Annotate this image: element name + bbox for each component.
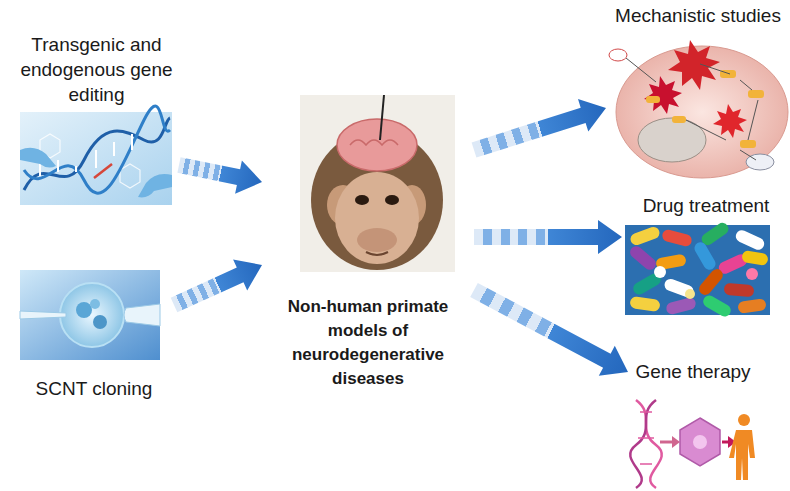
gene-therapy-image-part <box>738 414 750 426</box>
drug-pills-image-part <box>697 267 725 298</box>
monkey-image-part <box>335 172 419 264</box>
gene-therapy-image-part <box>638 412 654 464</box>
block-arrow <box>474 220 622 254</box>
node-label: Gene therapy <box>628 360 758 384</box>
node-label: Non-human primate models of neurodegener… <box>274 295 462 391</box>
scnt-cloning-image-part <box>20 311 66 319</box>
mechanism-pathway-image-part <box>672 116 686 123</box>
block-arrow <box>171 260 262 313</box>
scnt-cloning-image <box>20 270 160 360</box>
drug-pills-image-part <box>661 228 693 247</box>
mechanism-pathway-image-part <box>668 40 720 90</box>
drug-pills-image-part <box>737 298 766 314</box>
drug-pills-image-part <box>663 277 695 299</box>
scnt-cloning-image-part <box>76 302 92 318</box>
drug-pills-image-part <box>724 283 755 298</box>
application-box: Gene therapy <box>628 358 758 490</box>
dna-editing-image-part <box>138 174 172 197</box>
monkey-image-part <box>366 252 388 255</box>
dna-editing-image-part <box>94 164 112 178</box>
drug-pills-image-part <box>629 296 660 312</box>
mechanism-pathway-image-part <box>644 76 682 114</box>
dna-editing-image-part <box>20 112 172 205</box>
drug-pills-image-part <box>734 228 766 252</box>
monkey-image-part <box>350 140 398 145</box>
mechanism-pathway-image-part <box>748 90 764 98</box>
dna-editing-image-part <box>20 148 56 168</box>
drug-pills-image-part <box>741 250 769 266</box>
monkey-image-part <box>355 195 369 205</box>
monkey-image-part <box>337 119 417 171</box>
drug-pills-image <box>625 220 770 318</box>
drug-pills-image-part <box>685 289 695 299</box>
drug-pills-image-part <box>654 266 666 278</box>
mechanism-pathway-image-part <box>626 58 758 160</box>
gene-therapy-image-part <box>693 435 707 449</box>
mechanism-pathway-image-part <box>610 30 790 180</box>
block-arrow <box>177 157 262 194</box>
scnt-cloning-image-part <box>90 299 100 309</box>
drug-pills-image-part <box>628 244 659 272</box>
dna-editing-image-part <box>40 134 132 176</box>
drug-pills-image-part <box>692 240 717 272</box>
application-box: Drug treatment <box>622 192 790 317</box>
gene-therapy-image-part <box>729 430 755 480</box>
gene-therapy-image <box>630 400 755 488</box>
scnt-cloning-image-part <box>93 315 107 329</box>
drug-pills-image-part <box>625 225 770 315</box>
dna-editing-image <box>20 106 172 205</box>
mechanism-pathway-image-part <box>740 140 756 148</box>
monkey-image-part <box>380 95 384 140</box>
drug-pills-image-part <box>746 268 758 280</box>
drug-pills-image-part <box>629 225 661 247</box>
node-label: Mechanistic studies <box>606 4 790 28</box>
mechanism-pathway-image <box>609 30 790 180</box>
monkey-image-part <box>385 195 399 205</box>
block-arrow <box>472 99 606 158</box>
mechanism-pathway-image-part <box>609 49 627 61</box>
gene-therapy-image-part <box>630 400 656 488</box>
drug-pills-image-part <box>665 296 697 315</box>
mechanism-pathway-image-part <box>713 104 747 138</box>
drug-pills-image-part <box>701 293 733 318</box>
monkey-image-part <box>357 228 397 252</box>
node-label: Drug treatment <box>622 194 790 218</box>
gene-therapy-image-part <box>672 436 680 448</box>
block-arrow <box>470 283 628 376</box>
mechanism-pathway-image-part <box>646 96 660 103</box>
application-box: Mechanistic studies <box>606 4 790 182</box>
monkey-image-part <box>300 95 455 272</box>
gene-therapy-image-part <box>680 418 720 466</box>
scnt-cloning-image-part <box>124 304 160 326</box>
scnt-cloning-image-part <box>20 270 160 360</box>
monkey-image <box>300 95 455 272</box>
method-box: Transgenic and endogenous gene editing <box>14 32 179 208</box>
model-box: Non-human primate models of neurodegener… <box>262 92 474 374</box>
scnt-cloning-image-part <box>60 283 124 347</box>
method-box: SCNT cloning <box>14 268 174 406</box>
dna-editing-image-part <box>24 106 170 193</box>
node-label: SCNT cloning <box>14 376 174 401</box>
node-label: Transgenic and endogenous gene editing <box>14 32 179 107</box>
